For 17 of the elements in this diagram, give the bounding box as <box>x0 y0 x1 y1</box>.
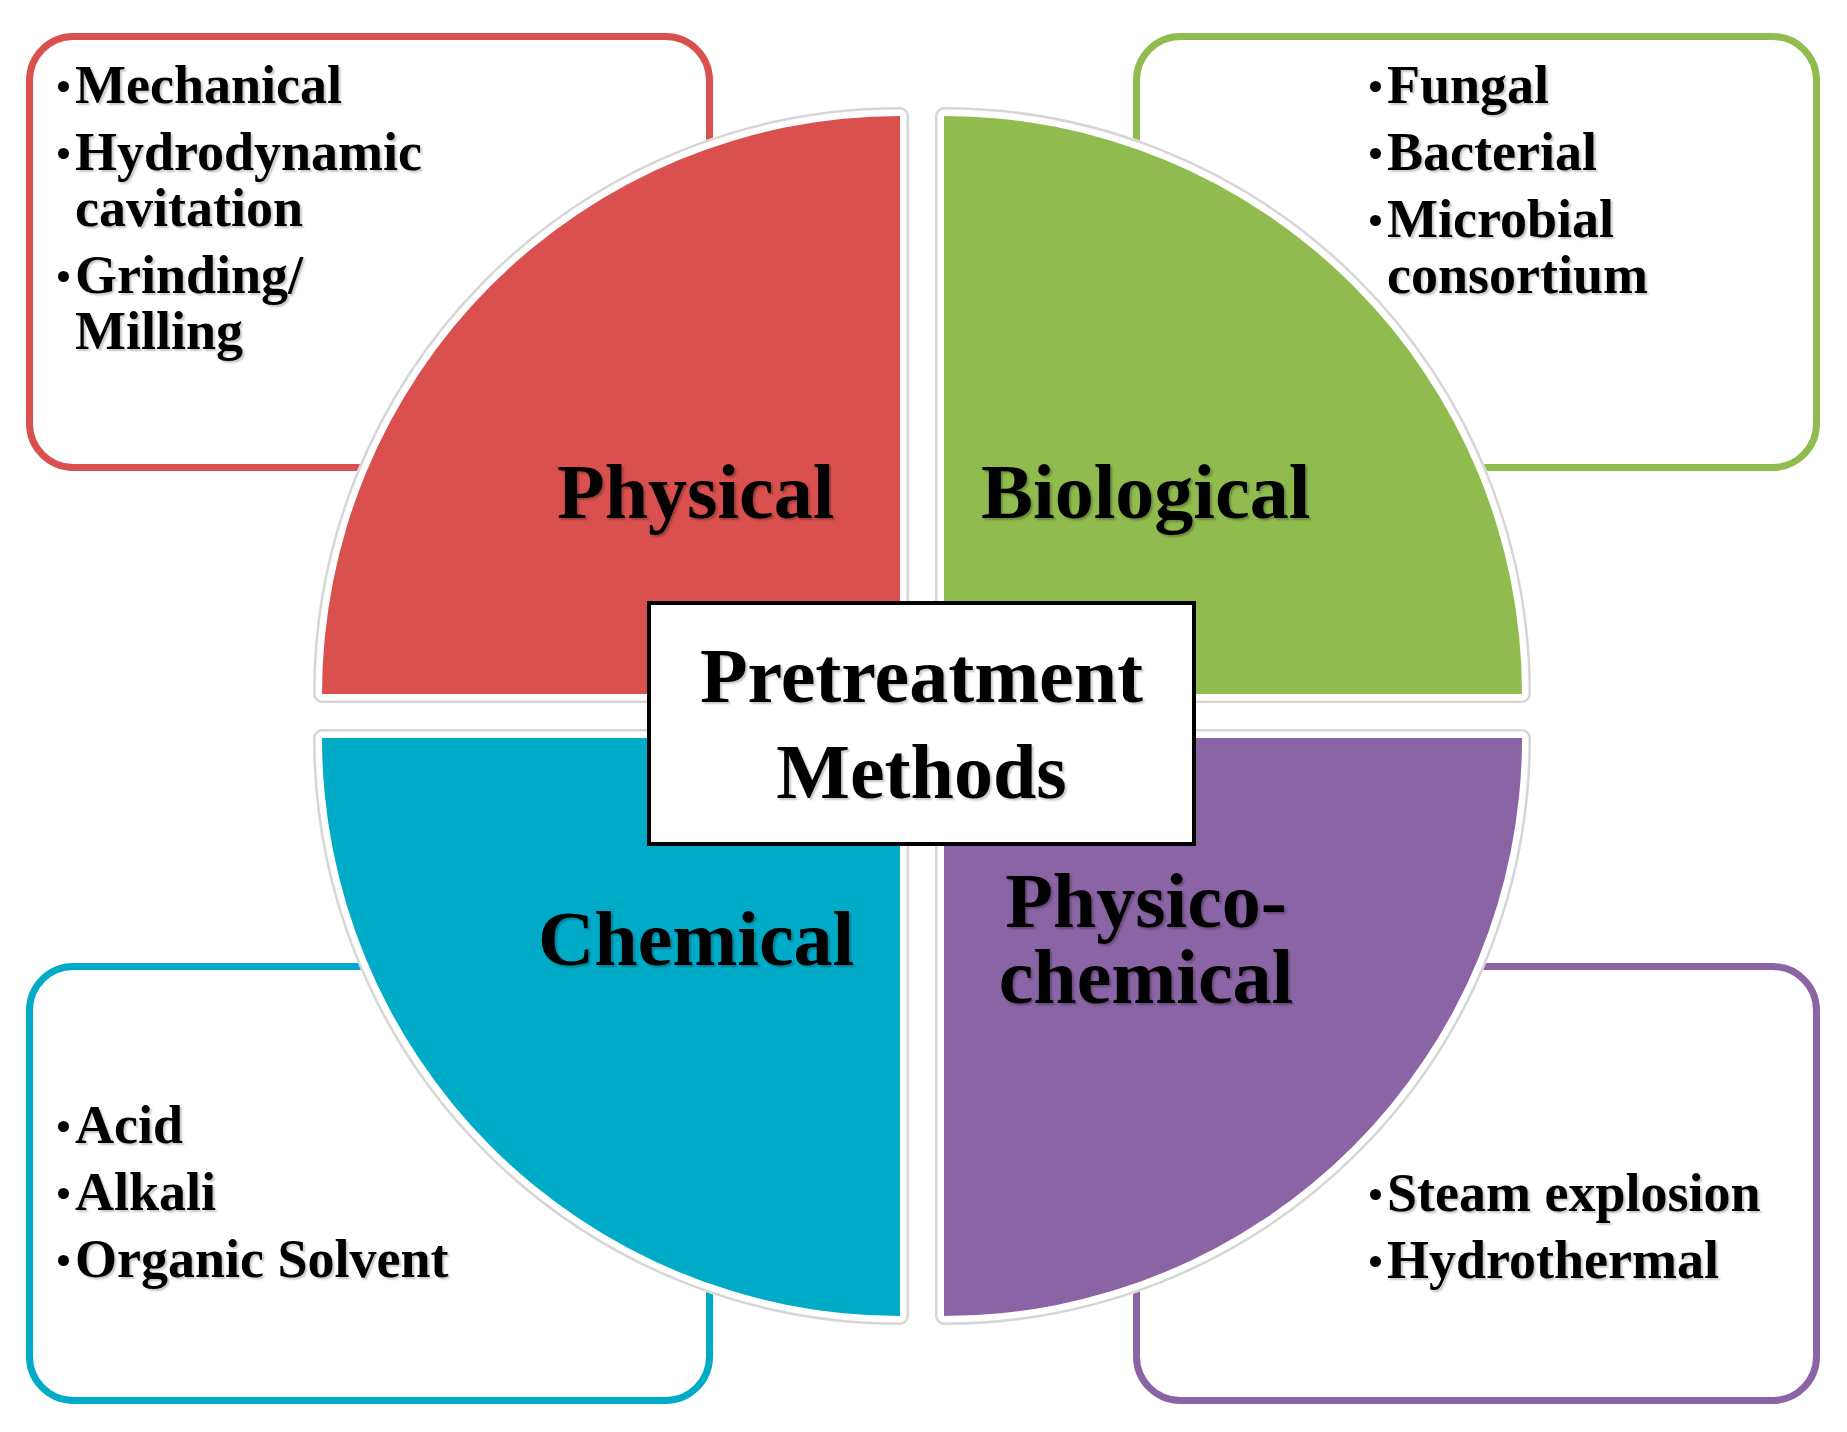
list-item: Hydrodynamic cavitation <box>75 124 424 236</box>
center-box <box>647 601 1196 846</box>
quadrant-label: Chemical <box>538 894 856 984</box>
list-item: Bacterial <box>1387 124 1598 180</box>
list-item: Acid <box>75 1097 184 1153</box>
list-item: Hydrothermal <box>1387 1232 1720 1288</box>
list-item: Fungal <box>1387 57 1551 113</box>
list-item: Mechanical <box>75 57 343 113</box>
list-item: Steam explosion <box>1387 1165 1762 1221</box>
quadrant-label: Physico- chemical <box>997 863 1295 1015</box>
quadrant-label: Physical <box>557 447 836 537</box>
center-label: Pretreatment Methods <box>698 630 1145 817</box>
list-item: Organic Solvent <box>75 1231 450 1287</box>
list-item: Microbial consortium <box>1387 191 1649 303</box>
list-item: Alkali <box>75 1164 218 1220</box>
quadrant-label: Biological <box>981 447 1312 537</box>
list-item: Grinding/ Milling <box>75 247 305 359</box>
